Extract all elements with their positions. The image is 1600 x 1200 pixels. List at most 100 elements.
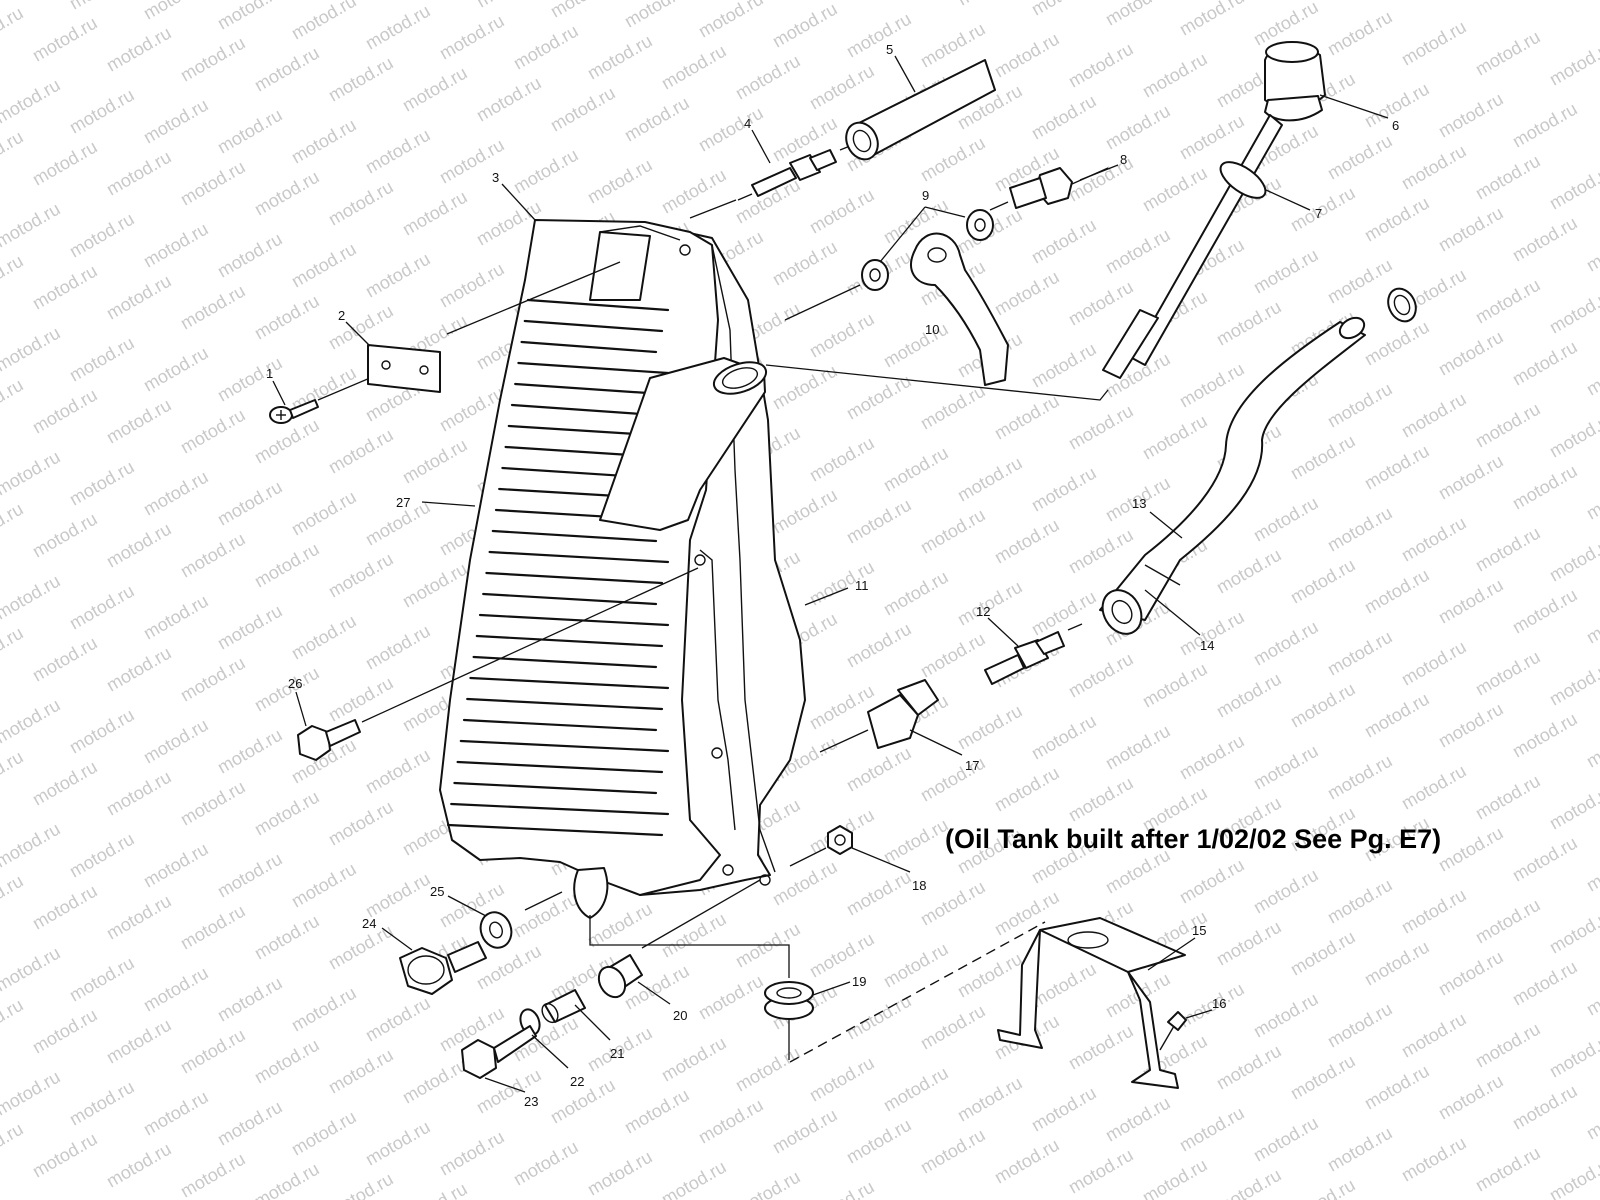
watermark-text: motod.ru	[1287, 555, 1359, 608]
watermark-text: motod.ru	[0, 695, 64, 748]
callout-6: 6	[1319, 94, 1399, 133]
watermark-text: motod.ru	[658, 1157, 730, 1200]
watermark-text: motod.ru	[658, 165, 730, 218]
callout-label: 18	[912, 878, 926, 893]
callout-label: 13	[1132, 496, 1146, 511]
watermark-text: motod.ru	[103, 767, 175, 820]
watermark-text: motod.ru	[917, 1125, 989, 1178]
watermark-text: motod.ru	[843, 495, 915, 548]
watermark-text: motod.ru	[1398, 761, 1470, 814]
watermark-text: motod.ru	[362, 1, 434, 54]
callout-10: 10	[925, 299, 963, 337]
watermark-text: motod.ru	[1509, 99, 1581, 152]
watermark-text: motod.ru	[177, 33, 249, 86]
callout-17: 17	[909, 729, 979, 773]
watermark-text: motod.ru	[769, 1105, 841, 1158]
watermark-text: motod.ru	[0, 75, 64, 128]
watermark-text: motod.ru	[1102, 1093, 1174, 1146]
tank-rib	[510, 403, 658, 417]
watermark-text: motod.ru	[1509, 957, 1581, 1010]
watermark-text: motod.ru	[1509, 337, 1581, 390]
watermark-text: motod.ru	[251, 663, 323, 716]
watermark-text: motod.ru	[991, 391, 1063, 444]
watermark-text: motod.ru	[1324, 627, 1396, 680]
watermark-text: motod.ru	[325, 1169, 397, 1200]
watermark-text: motod.ru	[0, 943, 64, 996]
watermark-text: motod.ru	[1176, 359, 1248, 412]
tank-rib	[478, 613, 670, 627]
watermark-text: motod.ru	[140, 467, 212, 520]
callout-label: 21	[610, 1046, 624, 1061]
watermark-text: motod.ru	[0, 375, 27, 428]
watermark-text: motod.ru	[880, 939, 952, 992]
watermark-text: motod.ru	[0, 747, 27, 800]
watermark-text: motod.ru	[1176, 111, 1248, 164]
watermark-text: motod.ru	[251, 1159, 323, 1200]
callout-1: 1	[266, 366, 286, 406]
watermark-text: motod.ru	[806, 433, 878, 486]
watermark-text: motod.ru	[1546, 1153, 1600, 1200]
watermark-text: motod.ru	[66, 953, 138, 1006]
callout-18: 18	[851, 847, 926, 893]
watermark-text: motod.ru	[436, 1127, 508, 1180]
watermark-text: motod.ru	[1324, 7, 1396, 60]
watermark-text: motod.ru	[1472, 151, 1544, 204]
watermark-text: motod.ru	[29, 509, 101, 562]
watermark-text: motod.ru	[1250, 865, 1322, 918]
watermark-text: motod.ru	[1509, 585, 1581, 638]
watermark-text: motod.ru	[843, 371, 915, 424]
watermark-text: motod.ru	[1028, 1083, 1100, 1136]
watermark-text: motod.ru	[140, 591, 212, 644]
watermark-text: motod.ru	[103, 271, 175, 324]
watermark-text: motod.ru	[547, 0, 619, 21]
watermark-text: motod.ru	[658, 41, 730, 94]
watermark-text: motod.ru	[880, 567, 952, 620]
watermark-text: motod.ru	[214, 353, 286, 406]
screw-part-1	[269, 377, 371, 424]
watermark-text: motod.ru	[251, 1035, 323, 1088]
hose-end-part-14	[1101, 589, 1143, 635]
watermark-text: motod.ru	[1028, 587, 1100, 640]
watermark-text: motod.ru	[214, 849, 286, 902]
watermark-text: motod.ru	[1398, 513, 1470, 566]
watermark-text: motod.ru	[1324, 379, 1396, 432]
watermark-text: motod.ru	[1398, 1133, 1470, 1186]
tank-rib	[526, 298, 670, 312]
watermark-text: motod.ru	[29, 137, 101, 190]
watermark-text: motod.ru	[1065, 277, 1137, 330]
callout-label: 10	[925, 322, 939, 337]
callout-label: 23	[524, 1094, 538, 1109]
oil-line-part-10	[784, 232, 1009, 386]
callout-label: 19	[852, 974, 866, 989]
callout-label: 3	[492, 170, 499, 185]
watermark-text: motod.ru	[1287, 431, 1359, 484]
watermark-text: motod.ru	[732, 1043, 804, 1096]
watermark-text: motod.ru	[0, 871, 27, 924]
watermark-text: motod.ru	[621, 93, 693, 146]
watermark-text: motod.ru	[214, 1097, 286, 1150]
callout-7: 7	[1265, 189, 1322, 221]
watermark-text: motod.ru	[1028, 0, 1100, 19]
watermark-text: motod.ru	[1435, 699, 1507, 752]
watermark-text: motod.ru	[880, 319, 952, 372]
watermark-text: motod.ru	[1250, 245, 1322, 298]
watermark-text: motod.ru	[0, 1119, 27, 1172]
watermark-text: motod.ru	[103, 643, 175, 696]
watermark-text: motod.ru	[1546, 161, 1600, 214]
watermark-text: motod.ru	[843, 1115, 915, 1168]
watermark-text: motod.ru	[177, 901, 249, 954]
watermark-text: motod.ru	[1139, 1155, 1211, 1200]
watermark-text: motod.ru	[917, 381, 989, 434]
watermark-text: motod.ru	[1250, 493, 1322, 546]
tank-rib	[450, 802, 670, 816]
fitting-part-4	[689, 141, 861, 219]
watermark-text: motod.ru	[1065, 1145, 1137, 1198]
watermark-text: motod.ru	[1287, 183, 1359, 236]
watermark-text: motod.ru	[1583, 967, 1600, 1020]
watermark-text: motod.ru	[1546, 657, 1600, 710]
watermark-text: motod.ru	[1250, 617, 1322, 670]
tank-rib	[469, 676, 670, 690]
watermark-text: motod.ru	[843, 9, 915, 62]
watermark-text: motod.ru	[1435, 89, 1507, 142]
